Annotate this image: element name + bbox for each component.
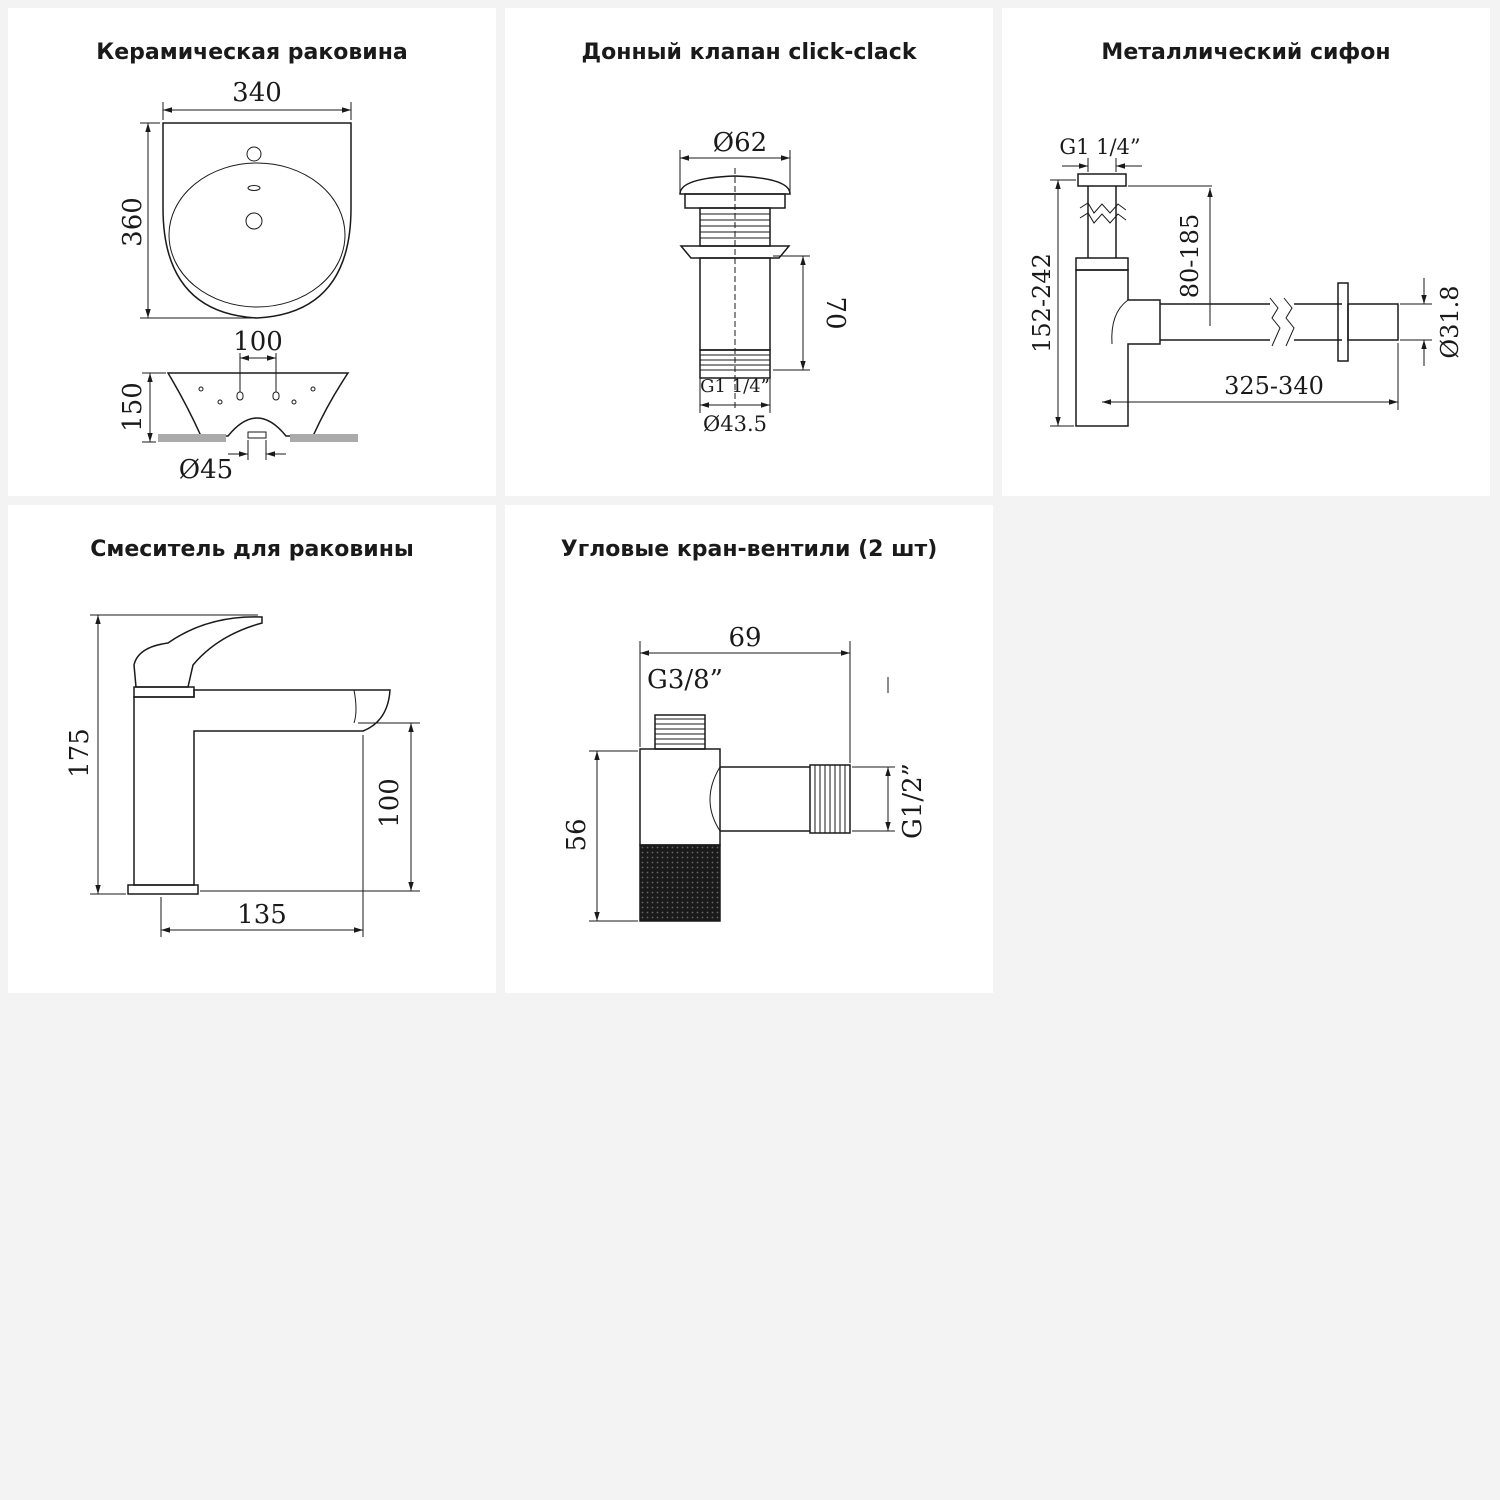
dim-width: 340 bbox=[232, 78, 282, 108]
dim-thread-top: G3/8” bbox=[647, 665, 723, 695]
valve-thread bbox=[699, 349, 771, 379]
dim-height: 56 bbox=[562, 818, 592, 851]
basin-drawing: 340 360 100 150 Ø45 bbox=[118, 78, 358, 485]
dim-height: 175 bbox=[65, 728, 95, 778]
wall-flange bbox=[1337, 282, 1349, 362]
mixer-handle bbox=[133, 616, 263, 688]
card-angle-valves: Угловые кран-вентили (2 шт) 69 G3/8” bbox=[505, 505, 993, 993]
card-title: Смеситель для раковины bbox=[90, 537, 414, 562]
mixer-drawing: 175 100 135 bbox=[65, 614, 420, 937]
card-title: Донный клапан click-clack bbox=[581, 40, 917, 65]
dim-height: 70 bbox=[820, 296, 850, 329]
card-title: Угловые кран-вентили (2 шт) bbox=[560, 537, 938, 562]
siphon-body bbox=[1075, 269, 1161, 427]
dim-thread: G1 1/4” bbox=[700, 376, 770, 397]
dim-reach: 135 bbox=[237, 900, 287, 930]
basin-side bbox=[166, 372, 350, 437]
knurled-handle bbox=[639, 844, 721, 922]
dim-range-v: 80-185 bbox=[1176, 214, 1204, 298]
overflow bbox=[247, 185, 261, 191]
valve-flange bbox=[679, 245, 791, 259]
dim-diameter: Ø31.8 bbox=[1436, 285, 1464, 358]
card-title: Керамическая раковина bbox=[96, 40, 408, 65]
dim-spout-height: 100 bbox=[375, 778, 405, 828]
valve-cap bbox=[679, 175, 791, 195]
dim-height: 360 bbox=[118, 197, 148, 247]
mixer-body bbox=[133, 689, 391, 886]
card-ceramic-basin: Керамическая раковина 340 360 100 bbox=[8, 8, 496, 496]
card-title: Металлический сифон bbox=[1101, 40, 1391, 65]
dim-range-h: 325-340 bbox=[1224, 372, 1324, 400]
dim-drain: Ø45 bbox=[179, 455, 233, 485]
card-drain-valve: Донный клапан click-clack Ø62 70 G1 1/4” bbox=[505, 8, 993, 496]
basin-bowl bbox=[168, 162, 346, 308]
tray-right bbox=[290, 434, 358, 442]
dim-holes: 100 bbox=[233, 327, 283, 357]
dim-range-total: 152-242 bbox=[1028, 253, 1056, 353]
card-metal-siphon: Металлический сифон G1 1/4” 80-185 152-2… bbox=[1002, 8, 1490, 496]
siphon-nut bbox=[1077, 173, 1127, 187]
valve-body bbox=[639, 748, 721, 846]
tray-left bbox=[158, 434, 226, 442]
drain-hole bbox=[245, 212, 263, 230]
card-basin-mixer: Смеситель для раковины 175 100 135 bbox=[8, 505, 496, 993]
tap-hole bbox=[246, 146, 262, 162]
dim-top-diameter: Ø62 bbox=[713, 128, 767, 158]
valve-drawing: Ø62 70 G1 1/4” Ø43.5 bbox=[679, 128, 850, 436]
basin-outline bbox=[162, 122, 352, 319]
dim-thread: G1 1/4” bbox=[1059, 135, 1140, 159]
siphon-drawing: G1 1/4” 80-185 152-242 Ø31.8 325-340 bbox=[1028, 135, 1464, 427]
dim-width: 69 bbox=[728, 623, 761, 653]
mixer-base bbox=[127, 884, 199, 895]
dim-bottom-diameter: Ø43.5 bbox=[703, 412, 767, 436]
angle-valve-drawing: 69 G3/8” 56 G1/2” bbox=[562, 623, 928, 922]
dim-thread-side: G1/2” bbox=[898, 763, 928, 839]
dim-depth: 150 bbox=[118, 382, 148, 432]
